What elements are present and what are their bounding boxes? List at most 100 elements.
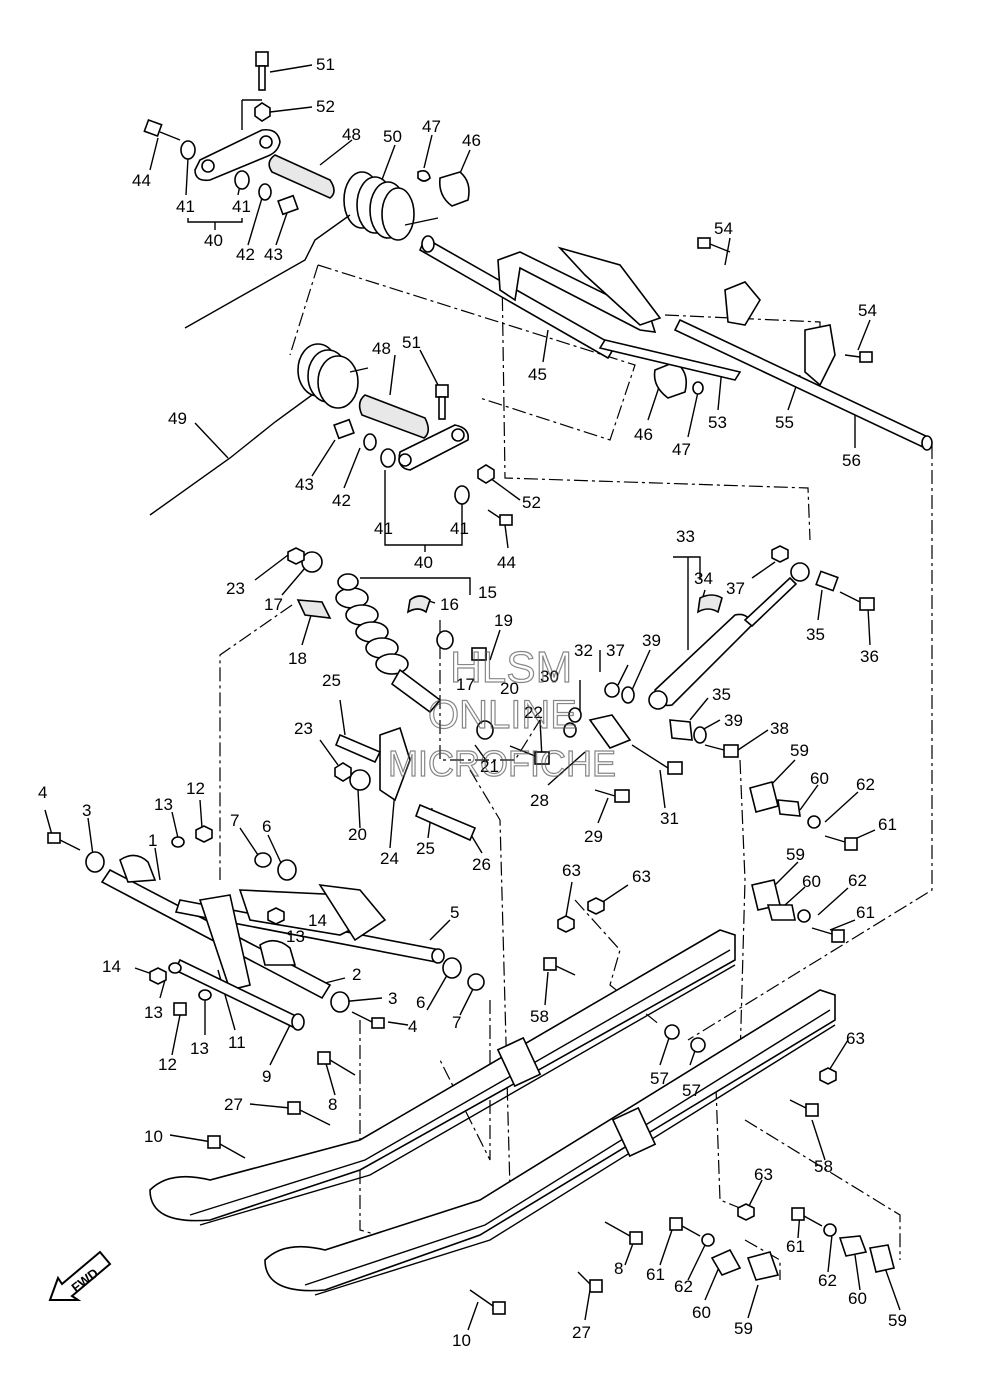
nut-52 [254, 102, 271, 122]
rail-right [264, 989, 836, 1292]
callout-26: 26 [472, 855, 491, 874]
callout-63: 63 [754, 1165, 773, 1184]
callout-23: 23 [294, 719, 313, 738]
callout-37: 37 [606, 641, 625, 660]
slider-hardware [669, 781, 895, 1281]
callout-39: 39 [642, 631, 661, 650]
callout-44: 44 [497, 553, 516, 572]
callout-7: 7 [230, 811, 239, 830]
callout-3: 3 [388, 989, 397, 1008]
callout-62: 62 [818, 1271, 837, 1290]
callout-20: 20 [348, 825, 367, 844]
callout-41: 41 [176, 197, 195, 216]
callout-23: 23 [226, 579, 245, 598]
callout-62: 62 [856, 775, 875, 794]
callout-59: 59 [790, 741, 809, 760]
callout-27: 27 [224, 1095, 243, 1114]
callout-12: 12 [186, 779, 205, 798]
callout-57: 57 [650, 1069, 669, 1088]
watermark-line-2: ONLINE [428, 693, 577, 737]
link-40-upper [194, 128, 281, 182]
callout-56: 56 [842, 451, 861, 470]
callout-34: 34 [694, 569, 713, 588]
upper-rear-assembly [143, 51, 933, 451]
callout-35: 35 [806, 625, 825, 644]
sleeve-48-upper [268, 154, 335, 199]
callout-59: 59 [786, 845, 805, 864]
callout-40: 40 [204, 231, 223, 250]
callout-43: 43 [295, 475, 314, 494]
bracket-main [497, 251, 657, 333]
bracket-21 [379, 726, 411, 802]
callout-21: 21 [480, 757, 499, 776]
callout-41: 41 [232, 197, 251, 216]
callout-55: 55 [775, 413, 794, 432]
callout-41: 41 [450, 519, 469, 538]
callout-52: 52 [522, 493, 541, 512]
callout-51: 51 [402, 333, 421, 352]
callout-4: 4 [38, 783, 47, 802]
callout-58: 58 [530, 1007, 549, 1026]
callout-labels: 51 52 48 50 47 4 6 44 41 41 40 42 43 54 5… [38, 55, 907, 1350]
callout-9: 9 [262, 1067, 271, 1086]
fwd-arrow-icon: FWD [48, 1250, 112, 1301]
callout-47: 47 [422, 117, 441, 136]
callout-10: 10 [452, 1331, 471, 1350]
callout-60: 60 [848, 1289, 867, 1308]
bracket-55 [804, 324, 836, 387]
callout-16: 16 [440, 595, 459, 614]
callout-11: 11 [228, 1033, 246, 1052]
callout-48: 48 [342, 125, 361, 144]
callout-2: 2 [352, 965, 361, 984]
callout-22: 22 [524, 703, 543, 722]
callout-8: 8 [614, 1259, 623, 1278]
callout-50: 50 [383, 127, 402, 146]
callout-14: 14 [308, 911, 327, 930]
callout-54: 54 [858, 301, 877, 320]
callout-63: 63 [632, 867, 651, 886]
callout-25: 25 [416, 839, 435, 858]
callout-13: 13 [144, 1003, 163, 1022]
callout-60: 60 [810, 769, 829, 788]
slide-rails [149, 897, 837, 1315]
spring-shock-15 [335, 573, 442, 714]
callout-58: 58 [814, 1157, 833, 1176]
callout-42: 42 [332, 491, 351, 510]
callout-17: 17 [456, 675, 475, 694]
bolt-51-shank [258, 65, 266, 91]
callout-47: 47 [672, 440, 691, 459]
callout-60: 60 [692, 1303, 711, 1322]
leader-lines [44, 64, 901, 1331]
watermark-line-3: MICROFICHE [388, 743, 616, 784]
callout-59: 59 [888, 1311, 907, 1330]
callout-60: 60 [802, 872, 821, 891]
callout-63: 63 [846, 1029, 865, 1048]
watermark-line-1: HLSM [450, 643, 572, 692]
callout-43: 43 [264, 245, 283, 264]
callout-25: 25 [322, 671, 341, 690]
reference-lines [219, 264, 933, 1280]
callout-1: 1 [148, 831, 157, 850]
callout-8: 8 [328, 1095, 337, 1114]
callout-15: 15 [478, 583, 497, 602]
callout-6: 6 [416, 993, 425, 1012]
callout-14: 14 [102, 957, 121, 976]
callout-7: 7 [452, 1013, 461, 1032]
callout-61: 61 [856, 903, 875, 922]
callout-61: 61 [786, 1237, 805, 1256]
callout-37: 37 [726, 579, 745, 598]
callout-62: 62 [848, 871, 867, 890]
callout-17: 17 [264, 595, 283, 614]
callout-28: 28 [530, 791, 549, 810]
callout-6: 6 [262, 817, 271, 836]
callout-36: 36 [860, 647, 879, 666]
front-arm-assembly [47, 825, 485, 1031]
callout-27: 27 [572, 1323, 591, 1342]
callout-41: 41 [374, 519, 393, 538]
callout-20: 20 [500, 679, 519, 698]
callout-57: 57 [682, 1081, 701, 1100]
callout-53: 53 [708, 413, 727, 432]
rail-left [149, 929, 736, 1222]
callout-10: 10 [144, 1127, 163, 1146]
